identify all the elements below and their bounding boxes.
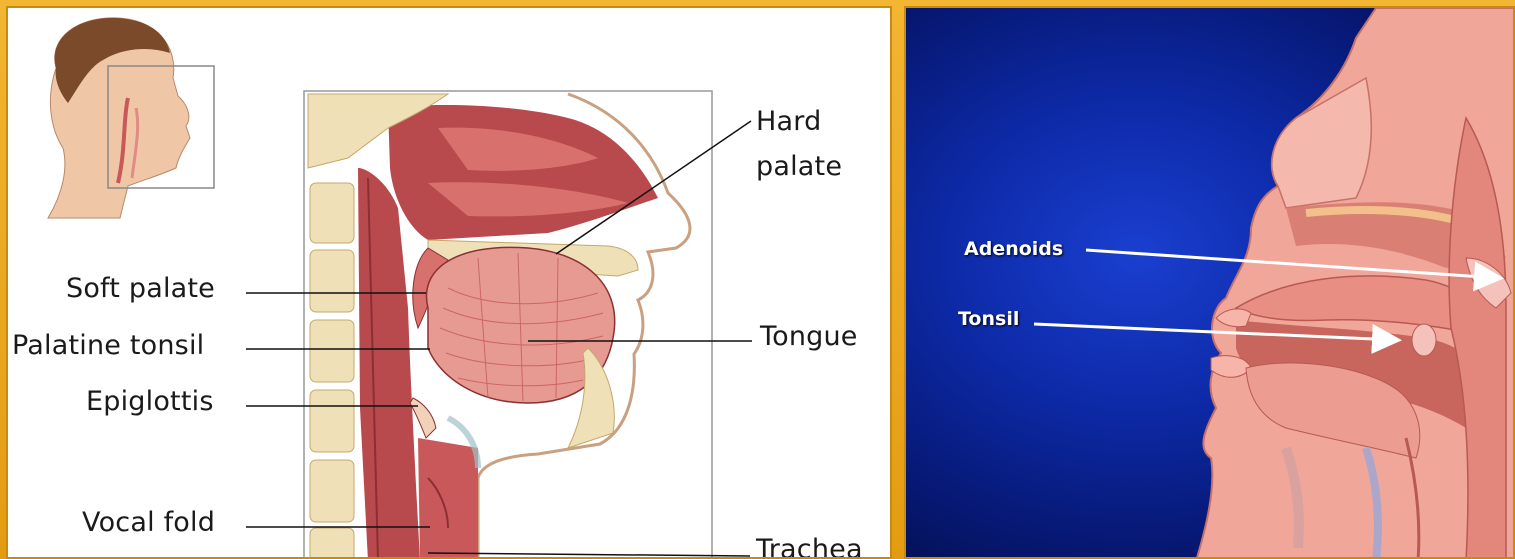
head-profile [1196,8,1515,559]
cross-section [308,94,708,559]
throat-illustration [906,8,1515,559]
left-diagram-panel: Hard palate Soft palate Palatine tonsil … [6,6,892,559]
label-adenoids: Adenoids [964,238,1063,260]
label-epiglottis: Epiglottis [86,386,214,417]
label-vocal-fold: Vocal fold [82,507,215,538]
label-hard-palate-line1: Hard [756,106,821,137]
right-diagram-panel: Adenoids Tonsil [904,6,1515,559]
label-palatine-tonsil: Palatine tonsil [12,330,204,361]
label-tongue: Tongue [760,321,858,352]
label-hard-palate-line2: palate [756,151,842,182]
head-thumbnail [48,18,214,218]
label-soft-palate: Soft palate [66,273,215,304]
label-tonsil: Tonsil [958,308,1019,330]
label-trachea: Trachea [756,534,863,559]
